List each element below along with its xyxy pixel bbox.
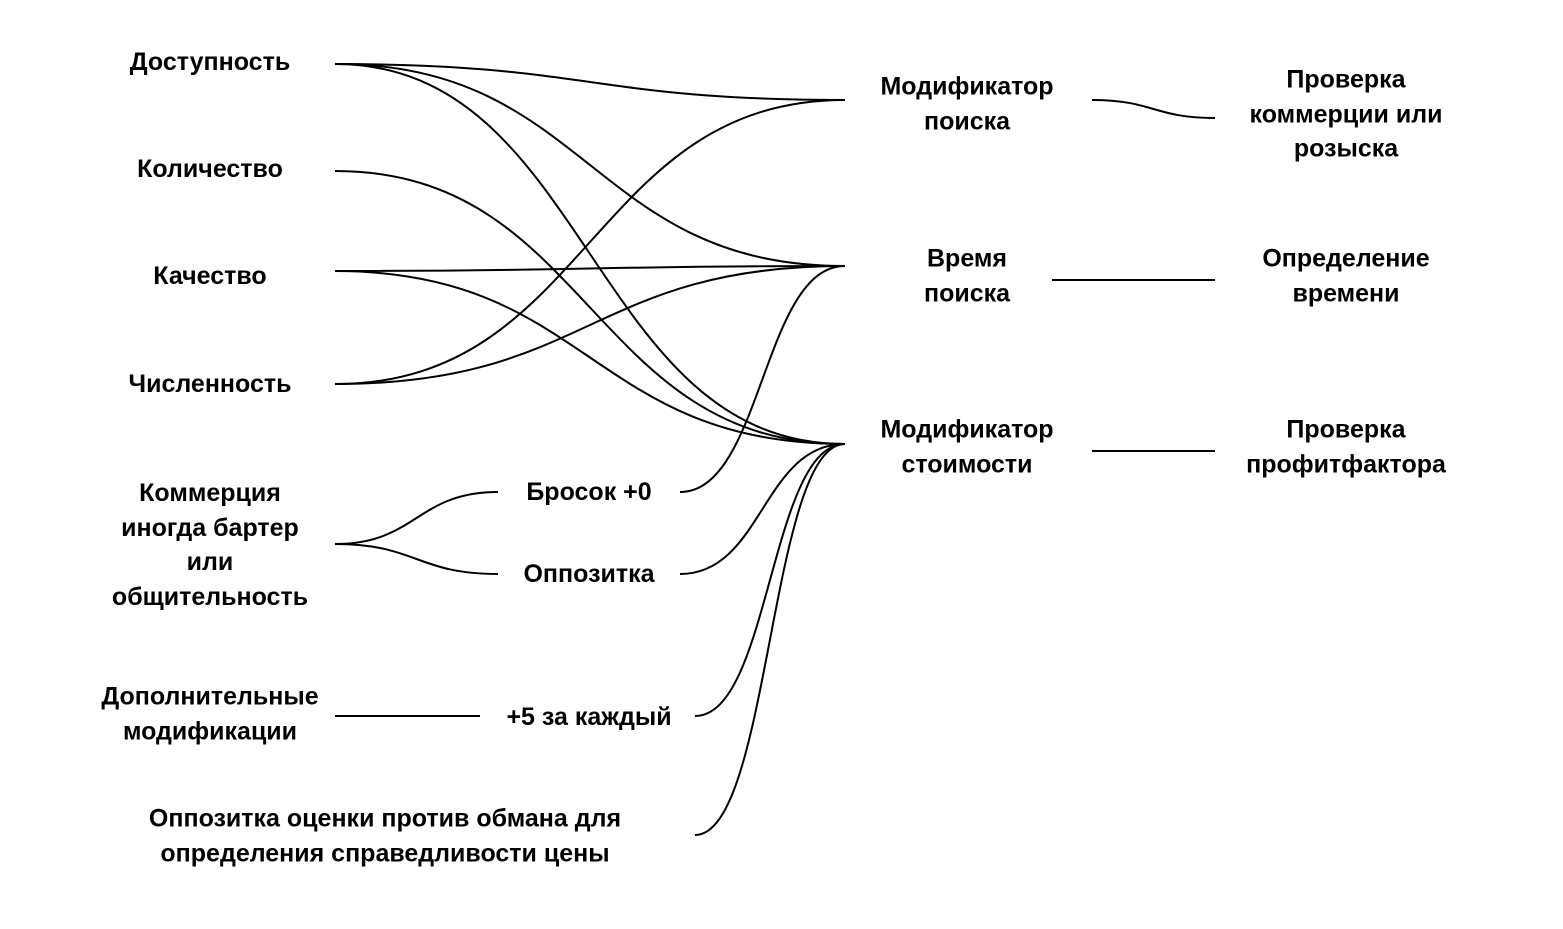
edge-kommerciya-to-brosok bbox=[334, 491, 499, 545]
node-label-line: Качество bbox=[153, 261, 267, 290]
node-chislennost: Численность bbox=[129, 367, 292, 402]
node-opp-ocenki: Оппозитка оценки против обмана для опреде… bbox=[149, 802, 621, 871]
node-kolichestvo: Количество bbox=[137, 152, 283, 187]
edge-kachestvo-to-vremya bbox=[334, 265, 846, 272]
edge-opp_ocenki-to-mod_stoim bbox=[694, 443, 846, 836]
edge-brosok-to-vremya bbox=[679, 265, 846, 493]
edge-kachestvo-to-mod_stoim bbox=[334, 270, 846, 445]
node-oppozitka: Оппозитка bbox=[523, 557, 654, 592]
node-label-line: Модификатор bbox=[880, 72, 1054, 101]
edge-chislennost-to-vremya bbox=[334, 265, 846, 385]
edge-dostupnost-to-mod_poiska bbox=[334, 63, 846, 101]
node-label-line: Проверка bbox=[1286, 415, 1406, 444]
node-label-line: Проверка bbox=[1286, 65, 1406, 94]
edge-oppozitka-to-mod_stoim bbox=[679, 443, 846, 575]
node-label-line: поиска bbox=[923, 279, 1011, 307]
node-kachestvo: Качество bbox=[153, 259, 266, 294]
node-prov-prof: Проверка профитфактора bbox=[1246, 413, 1446, 482]
edge-kommerciya-to-oppozitka bbox=[334, 543, 499, 575]
node-label-line: модификации bbox=[122, 717, 298, 745]
edge-plus5-to-mod_stoim bbox=[694, 443, 846, 717]
node-plus5: +5 за каждый bbox=[506, 700, 671, 735]
node-label-line: определения справедливости цены bbox=[160, 839, 610, 867]
node-label-line: иногда бартер bbox=[121, 513, 299, 542]
node-label-line: Время bbox=[927, 244, 1007, 273]
node-dostupnost: Доступность bbox=[130, 45, 290, 80]
node-prov-komm: Проверка коммерции или розыска bbox=[1250, 62, 1443, 166]
node-label-line: профитфактора bbox=[1246, 450, 1446, 478]
edge-dostupnost-to-vremya bbox=[334, 63, 846, 267]
edge-mod_poiska-to-prov_komm bbox=[1091, 99, 1216, 119]
node-kommerciya: Коммерция иногда бартер или общительность bbox=[112, 476, 308, 614]
node-label-line: Коммерция bbox=[139, 479, 281, 507]
edge-kolichestvo-to-mod_stoim bbox=[334, 170, 846, 445]
node-label-line: Определение bbox=[1262, 244, 1430, 273]
node-label-line: Модификатор bbox=[880, 415, 1054, 444]
node-label-line: коммерции или bbox=[1249, 99, 1443, 128]
node-label-line: времени bbox=[1292, 279, 1400, 307]
node-label-line: стоимости bbox=[901, 450, 1033, 478]
node-label-line: Оппозитка bbox=[523, 559, 655, 588]
node-label-line: Количество bbox=[137, 154, 283, 183]
node-label-line: Бросок +0 bbox=[526, 477, 652, 506]
node-opr-vrem: Определение времени bbox=[1262, 242, 1429, 311]
node-dop: Дополнительные модификации bbox=[101, 680, 318, 749]
node-vremya: Время поиска bbox=[924, 242, 1010, 311]
node-label-line: розыска bbox=[1293, 134, 1399, 163]
edge-dostupnost-to-mod_stoim bbox=[334, 63, 846, 445]
node-label-line: общительность bbox=[111, 582, 309, 611]
node-label-line: Дополнительные bbox=[101, 682, 319, 711]
node-brosok: Бросок +0 bbox=[526, 475, 651, 510]
node-label-line: поиска bbox=[923, 107, 1011, 135]
node-label-line: Доступность bbox=[129, 47, 291, 76]
node-label-line: Оппозитка оценки против обмана для bbox=[148, 804, 622, 833]
node-label-line: или bbox=[186, 548, 234, 576]
node-mod-poiska: Модификатор поиска bbox=[880, 70, 1053, 139]
node-mod-stoim: Модификатор стоимости bbox=[880, 413, 1053, 482]
edge-chislennost-to-mod_poiska bbox=[334, 99, 846, 385]
node-label-line: +5 за каждый bbox=[506, 702, 672, 731]
node-label-line: Численность bbox=[128, 369, 292, 398]
